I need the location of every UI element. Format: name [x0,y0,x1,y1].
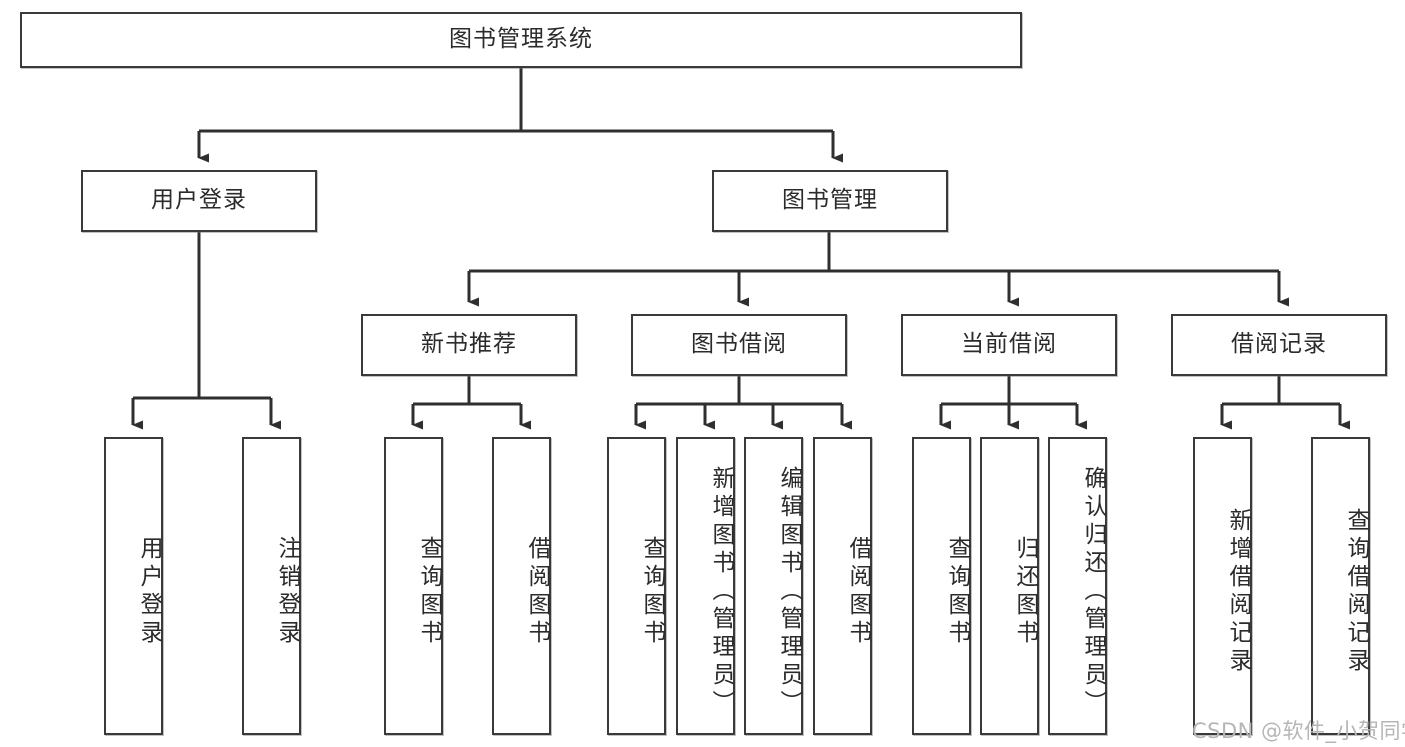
node-leaf-query-book-1[interactable]: 查询图书 [384,437,443,735]
node-current-borrow-label: 当前借阅 [961,331,1057,358]
node-leaf-borrow-book-2[interactable]: 借阅图书 [813,437,872,735]
node-leaf-add-book[interactable]: 新增图书（管理员） [676,437,735,735]
node-borrow-record-label: 借阅记录 [1231,331,1327,358]
node-new-book-recommend[interactable]: 新书推荐 [361,314,577,376]
node-leaf-user-login[interactable]: 用户登录 [104,437,163,735]
node-user-login[interactable]: 用户登录 [81,170,317,232]
node-leaf-user-login-label: 用户登录 [136,536,162,648]
node-leaf-query-record-label: 查询借阅记录 [1343,508,1369,676]
node-book-management-label: 图书管理 [782,187,878,214]
node-leaf-query-book-1-label: 查询图书 [416,536,442,648]
node-new-book-recommend-label: 新书推荐 [421,331,517,358]
node-user-login-label: 用户登录 [151,187,247,214]
node-leaf-borrow-book-1[interactable]: 借阅图书 [492,437,551,735]
node-leaf-query-book-3[interactable]: 查询图书 [912,437,971,735]
node-leaf-borrow-book-1-label: 借阅图书 [524,536,550,648]
node-book-management[interactable]: 图书管理 [712,170,948,232]
node-current-borrow[interactable]: 当前借阅 [901,314,1117,376]
node-leaf-logout-label: 注销登录 [274,536,300,648]
node-leaf-edit-book-label: 编辑图书（管理员） [776,466,802,718]
node-leaf-query-record[interactable]: 查询借阅记录 [1311,437,1370,735]
node-leaf-return-book-label: 归还图书 [1012,536,1038,648]
node-leaf-query-book-2[interactable]: 查询图书 [607,437,666,735]
node-book-borrow-label: 图书借阅 [691,331,787,358]
node-borrow-record[interactable]: 借阅记录 [1171,314,1387,376]
node-book-borrow[interactable]: 图书借阅 [631,314,847,376]
node-leaf-borrow-book-2-label: 借阅图书 [845,536,871,648]
node-leaf-return-book[interactable]: 归还图书 [980,437,1039,735]
node-leaf-query-book-3-label: 查询图书 [944,536,970,648]
node-leaf-edit-book[interactable]: 编辑图书（管理员） [744,437,803,735]
node-leaf-logout[interactable]: 注销登录 [242,437,301,735]
node-leaf-add-record[interactable]: 新增借阅记录 [1193,437,1252,735]
node-root-label: 图书管理系统 [449,26,593,53]
watermark: CSDN @软件_小贺同学 [1192,719,1405,743]
node-leaf-confirm-return-label: 确认归还（管理员） [1080,466,1106,718]
node-leaf-add-book-label: 新增图书（管理员） [708,466,734,718]
node-root[interactable]: 图书管理系统 [20,12,1022,68]
node-leaf-confirm-return[interactable]: 确认归还（管理员） [1048,437,1107,735]
node-leaf-add-record-label: 新增借阅记录 [1225,508,1251,676]
node-leaf-query-book-2-label: 查询图书 [639,536,665,648]
